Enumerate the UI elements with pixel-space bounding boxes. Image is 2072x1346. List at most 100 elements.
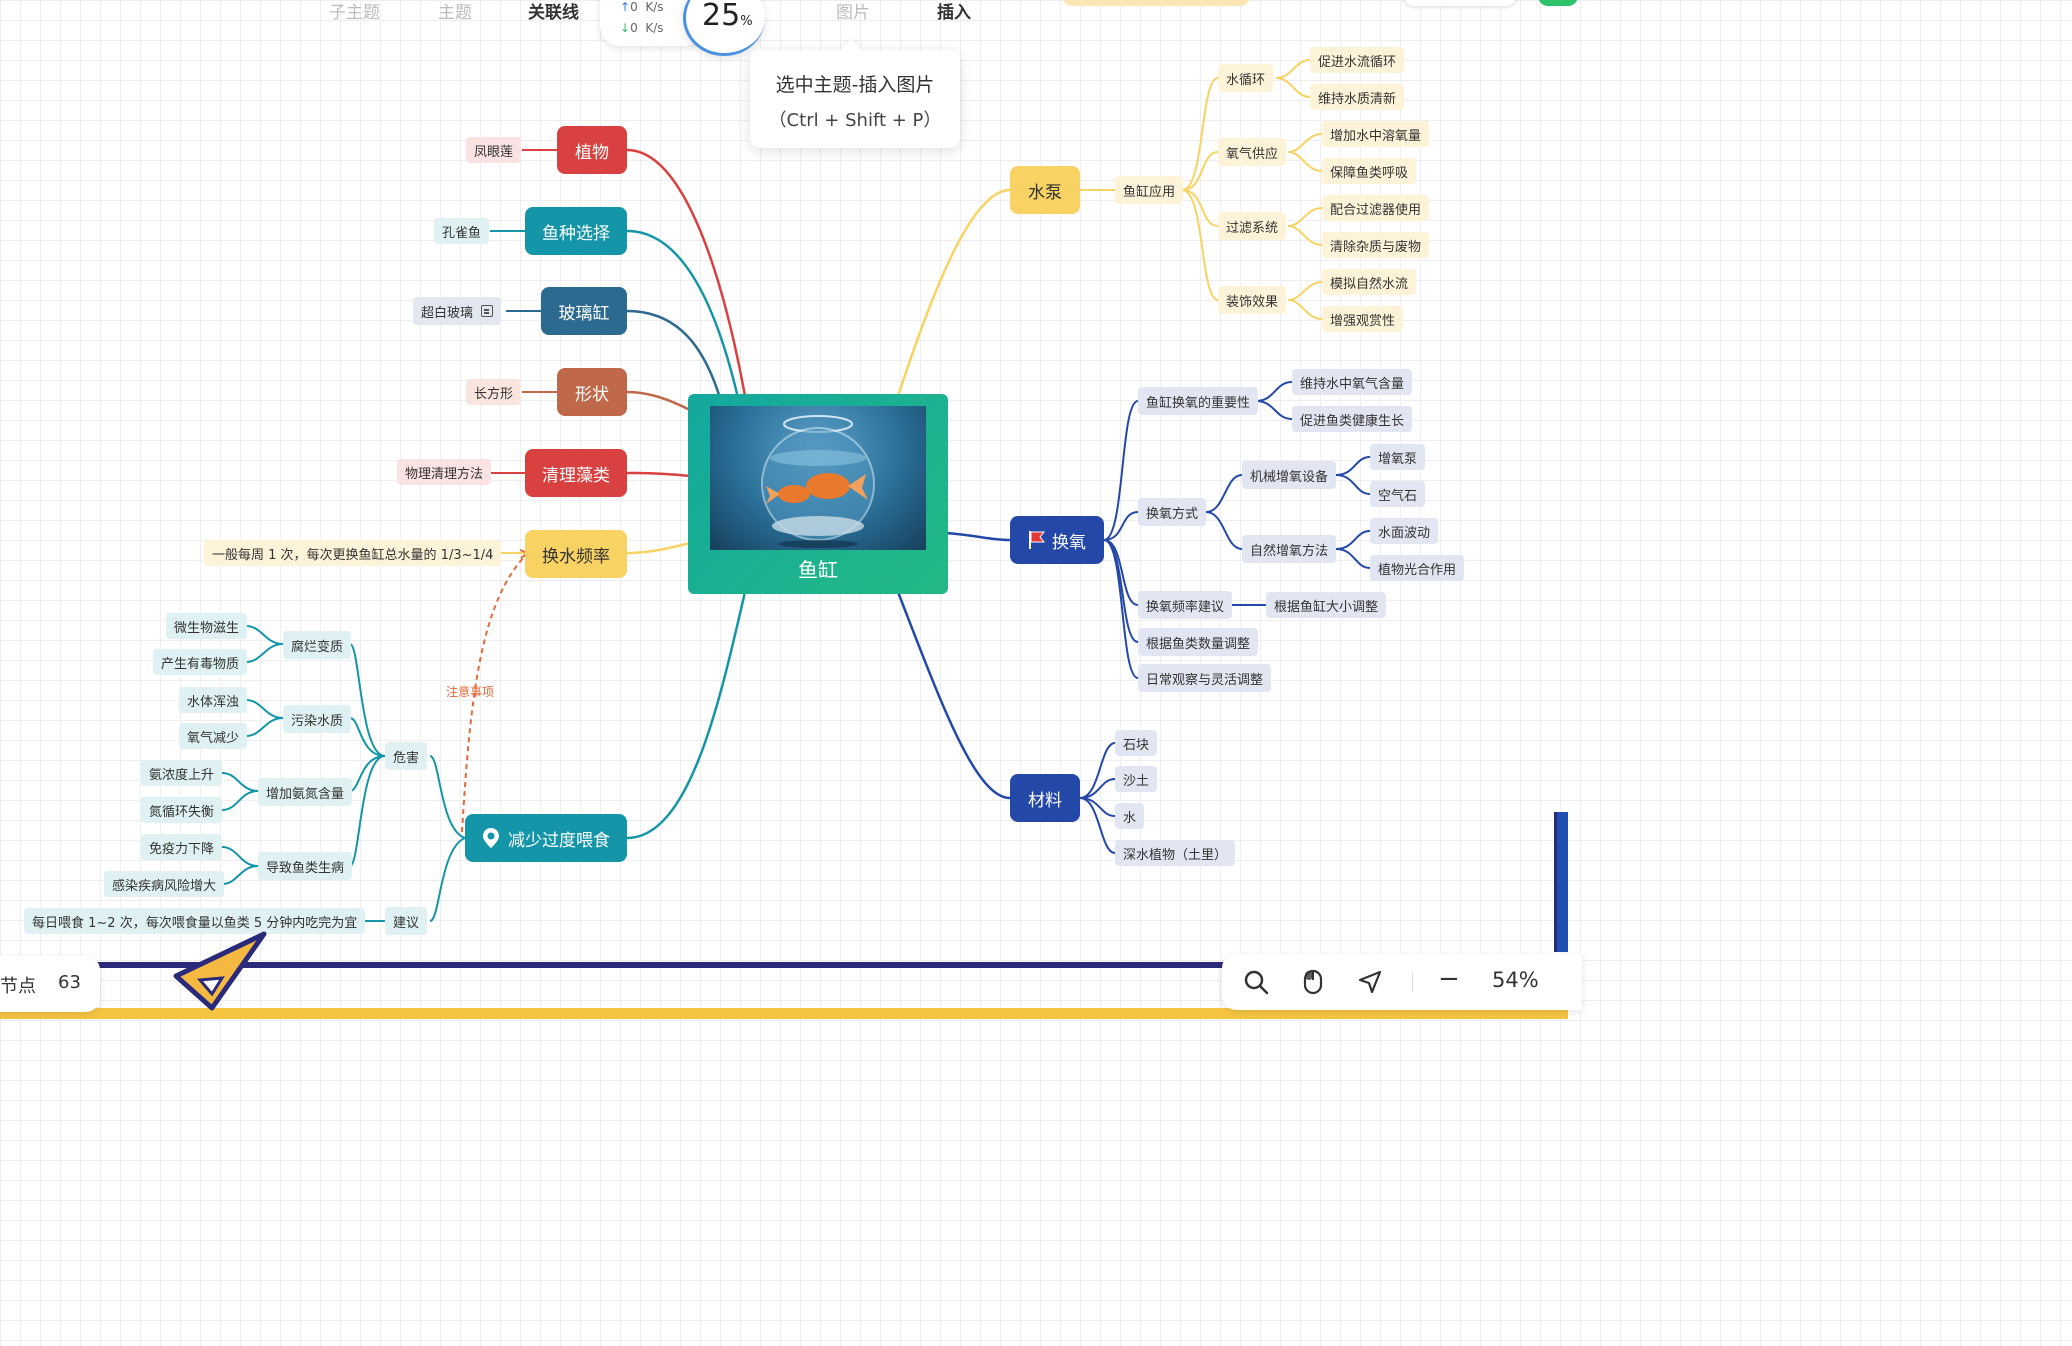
subtopic-oxygen-method[interactable]: 换氧方式 xyxy=(1138,498,1207,526)
topic-glass-tank[interactable]: 玻璃缸 xyxy=(541,287,627,335)
leaf-immunity-drop[interactable]: 免疫力下降 xyxy=(141,834,223,860)
leaf-air-stone[interactable]: 空气石 xyxy=(1370,481,1426,507)
leaf-air-pump[interactable]: 增氧泵 xyxy=(1370,444,1426,470)
leaf-ornamental[interactable]: 增强观赏性 xyxy=(1322,306,1404,332)
leaf-microbes[interactable]: 微生物滋生 xyxy=(166,613,248,639)
side-panel-edge[interactable] xyxy=(1554,812,1568,952)
subtopic-oxygen-frequency[interactable]: 换氧频率建议 xyxy=(1138,591,1233,619)
leaf-with-filter[interactable]: 配合过滤器使用 xyxy=(1322,195,1430,221)
leaf-surface-ripple[interactable]: 水面波动 xyxy=(1370,518,1439,544)
leaf-fish-breathing[interactable]: 保障鱼类呼吸 xyxy=(1322,158,1417,184)
mindmap-canvas[interactable]: 子主题 主题 关联线 图片 插入 ↑0 K/s ↓0 K/s 25% 选中主题-… xyxy=(0,0,1578,1019)
leaf-turbid[interactable]: 水体浑浊 xyxy=(179,687,248,713)
leaf-healthy-growth[interactable]: 促进鱼类健康生长 xyxy=(1292,406,1413,432)
flag-icon xyxy=(1029,531,1046,549)
subtopic-by-fish-count[interactable]: 根据鱼类数量调整 xyxy=(1138,628,1259,656)
topic-water-change[interactable]: 换水频率 xyxy=(525,530,627,578)
zoom-out-button[interactable]: − xyxy=(1438,964,1460,994)
leaf-photosynthesis[interactable]: 植物光合作用 xyxy=(1370,555,1465,581)
subtopic-tank-application[interactable]: 鱼缸应用 xyxy=(1115,176,1184,204)
subtopic-filter-system[interactable]: 过滤系统 xyxy=(1218,212,1287,240)
topic-plant[interactable]: 植物 xyxy=(557,126,627,174)
leaf-oxygen-decrease[interactable]: 氧气减少 xyxy=(179,723,248,749)
leaf-nitrogen-imbalance[interactable]: 氮循环失衡 xyxy=(141,797,223,823)
subtopic-pollute-water[interactable]: 污染水质 xyxy=(283,705,352,733)
topic-reduce-overfeeding[interactable]: 减少过度喂食 xyxy=(465,814,627,862)
relation-label[interactable]: 注意事项 xyxy=(446,682,494,700)
leaf-physical-cleaning-label: 物理清理方法 xyxy=(405,466,484,482)
location-pin-icon xyxy=(483,828,499,848)
leaf-natural-flow[interactable]: 模拟自然水流 xyxy=(1322,269,1417,295)
toolbar-highlight[interactable] xyxy=(1062,0,1250,6)
leaf-sand-label: 沙土 xyxy=(1123,773,1150,789)
toolbar-green-button[interactable] xyxy=(1538,0,1578,6)
leaf-ultra-clear-glass[interactable]: 超白玻璃 xyxy=(413,297,502,325)
subtopic-pollute-water-label: 污染水质 xyxy=(291,713,344,729)
leaf-toxic[interactable]: 产生有毒物质 xyxy=(153,649,248,675)
subtopic-by-fish-count-label: 根据鱼类数量调整 xyxy=(1146,636,1251,652)
leaf-infection-risk[interactable]: 感染疾病风险增大 xyxy=(104,871,225,897)
leaf-immunity-drop-label: 免疫力下降 xyxy=(149,841,215,857)
subtopic-harm[interactable]: 危害 xyxy=(385,742,428,770)
subtopic-fish-disease-label: 导致鱼类生病 xyxy=(266,860,345,876)
topic-reduce-overfeeding-label: 减少过度喂食 xyxy=(508,830,610,851)
leaf-increase-oxygen[interactable]: 增加水中溶氧量 xyxy=(1322,121,1430,147)
subtopic-water-cycle[interactable]: 水循环 xyxy=(1218,64,1274,92)
subtopic-advice[interactable]: 建议 xyxy=(385,907,428,935)
leaf-feeding-advice[interactable]: 每日喂食 1~2 次，每次喂食量以鱼类 5 分钟内吃完为宜 xyxy=(24,908,366,934)
topic-oxygen-exchange[interactable]: 换氧 xyxy=(1010,516,1104,564)
subtopic-rot[interactable]: 腐烂变质 xyxy=(283,631,352,659)
leaf-rectangle[interactable]: 长方形 xyxy=(466,379,522,405)
navigate-icon[interactable] xyxy=(1356,968,1384,996)
subtopic-oxygen-supply[interactable]: 氧气供应 xyxy=(1218,138,1287,166)
topic-shape[interactable]: 形状 xyxy=(557,368,627,416)
subtopic-oxygen-frequency-label: 换氧频率建议 xyxy=(1146,599,1225,615)
leaf-by-tank-size[interactable]: 根据鱼缸大小调整 xyxy=(1266,592,1387,618)
leaf-ammonia-rise[interactable]: 氨浓度上升 xyxy=(141,760,223,786)
leaf-water-change-frequency[interactable]: 一般每周 1 次，每次更换鱼缸总水量的 1/3~1/4 xyxy=(204,540,502,566)
leaf-promote-flow[interactable]: 促进水流循环 xyxy=(1310,47,1405,73)
download-speed: 0 xyxy=(630,21,638,35)
subtopic-natural-label: 自然增氧方法 xyxy=(1250,543,1329,559)
subtopic-ammonia[interactable]: 增加氨氮含量 xyxy=(258,778,353,806)
subtopic-oxygen-importance[interactable]: 鱼缸换氧的重要性 xyxy=(1138,387,1259,415)
topic-material[interactable]: 材料 xyxy=(1010,774,1080,822)
center-topic[interactable]: 鱼缸 xyxy=(688,394,948,594)
connection-lines xyxy=(221,59,1371,922)
topic-water-pump[interactable]: 水泵 xyxy=(1010,166,1080,214)
leaf-keep-clean[interactable]: 维持水质清新 xyxy=(1310,84,1405,110)
toolbar-insert[interactable]: 插入 xyxy=(937,3,971,23)
leaf-water[interactable]: 水 xyxy=(1115,803,1145,829)
subtopic-ammonia-label: 增加氨氮含量 xyxy=(266,786,345,802)
toolbar-topic[interactable]: 主题 xyxy=(438,3,472,23)
mouse-icon[interactable] xyxy=(1299,968,1327,996)
note-icon[interactable] xyxy=(481,305,494,317)
toolbar-button[interactable] xyxy=(1404,0,1516,6)
subtopic-mechanical[interactable]: 机械增氧设备 xyxy=(1242,461,1337,489)
leaf-physical-cleaning[interactable]: 物理清理方法 xyxy=(397,459,492,485)
leaf-stone[interactable]: 石块 xyxy=(1115,730,1158,756)
leaf-with-filter-label: 配合过滤器使用 xyxy=(1330,202,1422,218)
leaf-deep-water-plant[interactable]: 深水植物（土里） xyxy=(1115,840,1236,866)
topic-fish-selection[interactable]: 鱼种选择 xyxy=(525,207,627,255)
upload-unit: K/s xyxy=(645,0,664,14)
subtopic-daily-observe[interactable]: 日常观察与灵活调整 xyxy=(1138,664,1272,692)
search-icon[interactable] xyxy=(1242,968,1270,996)
node-count-label: 节点 xyxy=(0,976,36,997)
leaf-remove-waste[interactable]: 清除杂质与废物 xyxy=(1322,232,1430,258)
leaf-keep-oxygen[interactable]: 维持水中氧气含量 xyxy=(1292,369,1413,395)
topic-glass-tank-label: 玻璃缸 xyxy=(558,303,610,324)
subtopic-natural[interactable]: 自然增氧方法 xyxy=(1242,535,1337,563)
subtopic-advice-label: 建议 xyxy=(393,915,420,931)
topic-clean-algae[interactable]: 清理藻类 xyxy=(525,449,627,497)
subtopic-decoration[interactable]: 装饰效果 xyxy=(1218,286,1287,314)
subtopic-fish-disease[interactable]: 导致鱼类生病 xyxy=(258,852,353,880)
leaf-guppy[interactable]: 孔雀鱼 xyxy=(434,218,490,244)
toolbar-subtopic[interactable]: 子主题 xyxy=(329,3,380,23)
tooltip-shortcut: （Ctrl + Shift + P） xyxy=(768,110,942,131)
leaf-sand[interactable]: 沙土 xyxy=(1115,766,1158,792)
toolbar-image[interactable]: 图片 xyxy=(836,3,870,23)
toolbar-relation-line[interactable]: 关联线 xyxy=(528,3,579,23)
topic-clean-algae-label: 清理藻类 xyxy=(542,465,610,486)
leaf-water-hyacinth[interactable]: 凤眼莲 xyxy=(466,137,522,163)
